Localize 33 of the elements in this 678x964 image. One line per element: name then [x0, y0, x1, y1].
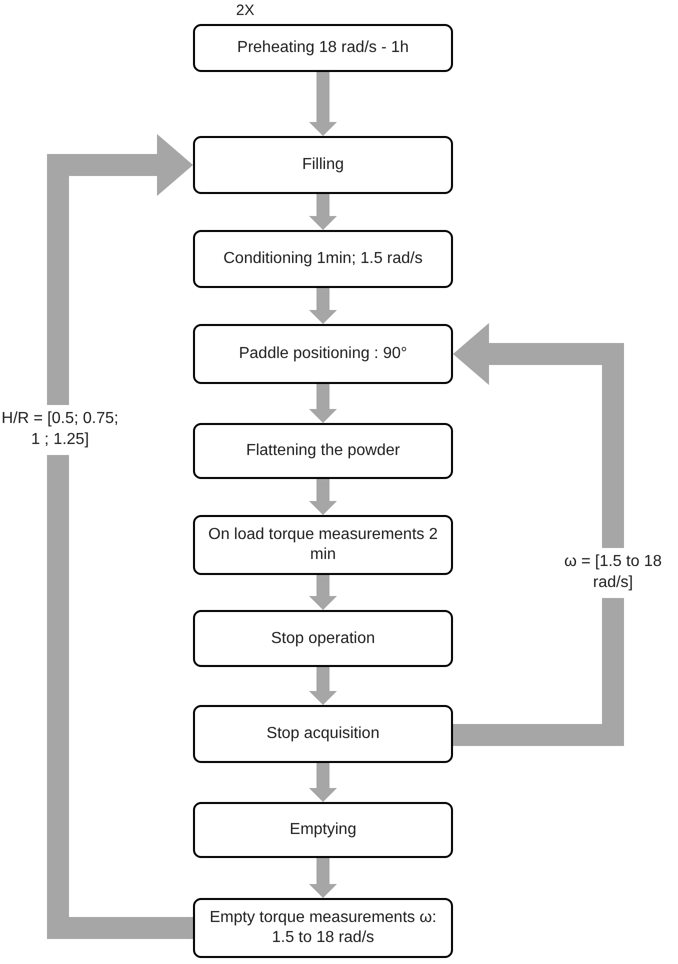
arrow	[309, 575, 337, 610]
step-text: Preheating 18 rad/s - 1h	[237, 38, 409, 58]
arrow	[309, 194, 337, 230]
step-text: On load torque measurements 2 min	[207, 525, 439, 565]
process-box	[193, 802, 453, 858]
process-box	[193, 515, 453, 575]
process-box	[193, 705, 453, 763]
process-box	[193, 136, 453, 194]
step-text: Flattening the powder	[246, 441, 400, 461]
process-box	[193, 423, 453, 479]
process-box	[193, 24, 453, 72]
step-text: Empty torque measurements ω: 1.5 to 18 rad/s	[208, 908, 438, 948]
process-box	[193, 324, 453, 384]
step-text: Filling	[302, 155, 344, 175]
step-text: Stop operation	[270, 628, 376, 648]
process-box	[193, 230, 453, 288]
arrow	[309, 72, 337, 136]
step-text: Conditioning 1min; 1.5 rad/s	[223, 249, 423, 269]
arrow	[453, 323, 624, 746]
arrow	[309, 858, 337, 898]
edge-label: H/R = [0.5; 0.75; 1 ; 1.25]	[0, 405, 120, 455]
step-text: Paddle positioning : 90°	[238, 344, 408, 364]
arrow	[309, 288, 337, 324]
step-text: Emptying	[290, 820, 356, 840]
arrow	[309, 667, 337, 705]
arrow	[309, 763, 337, 802]
arrow	[309, 479, 337, 515]
arrow	[47, 134, 193, 939]
process-box	[193, 610, 453, 667]
arrow	[309, 384, 337, 423]
step-text: Stop acquisition	[266, 724, 380, 744]
repeat-note: 2X	[236, 2, 254, 19]
process-box	[193, 898, 453, 958]
